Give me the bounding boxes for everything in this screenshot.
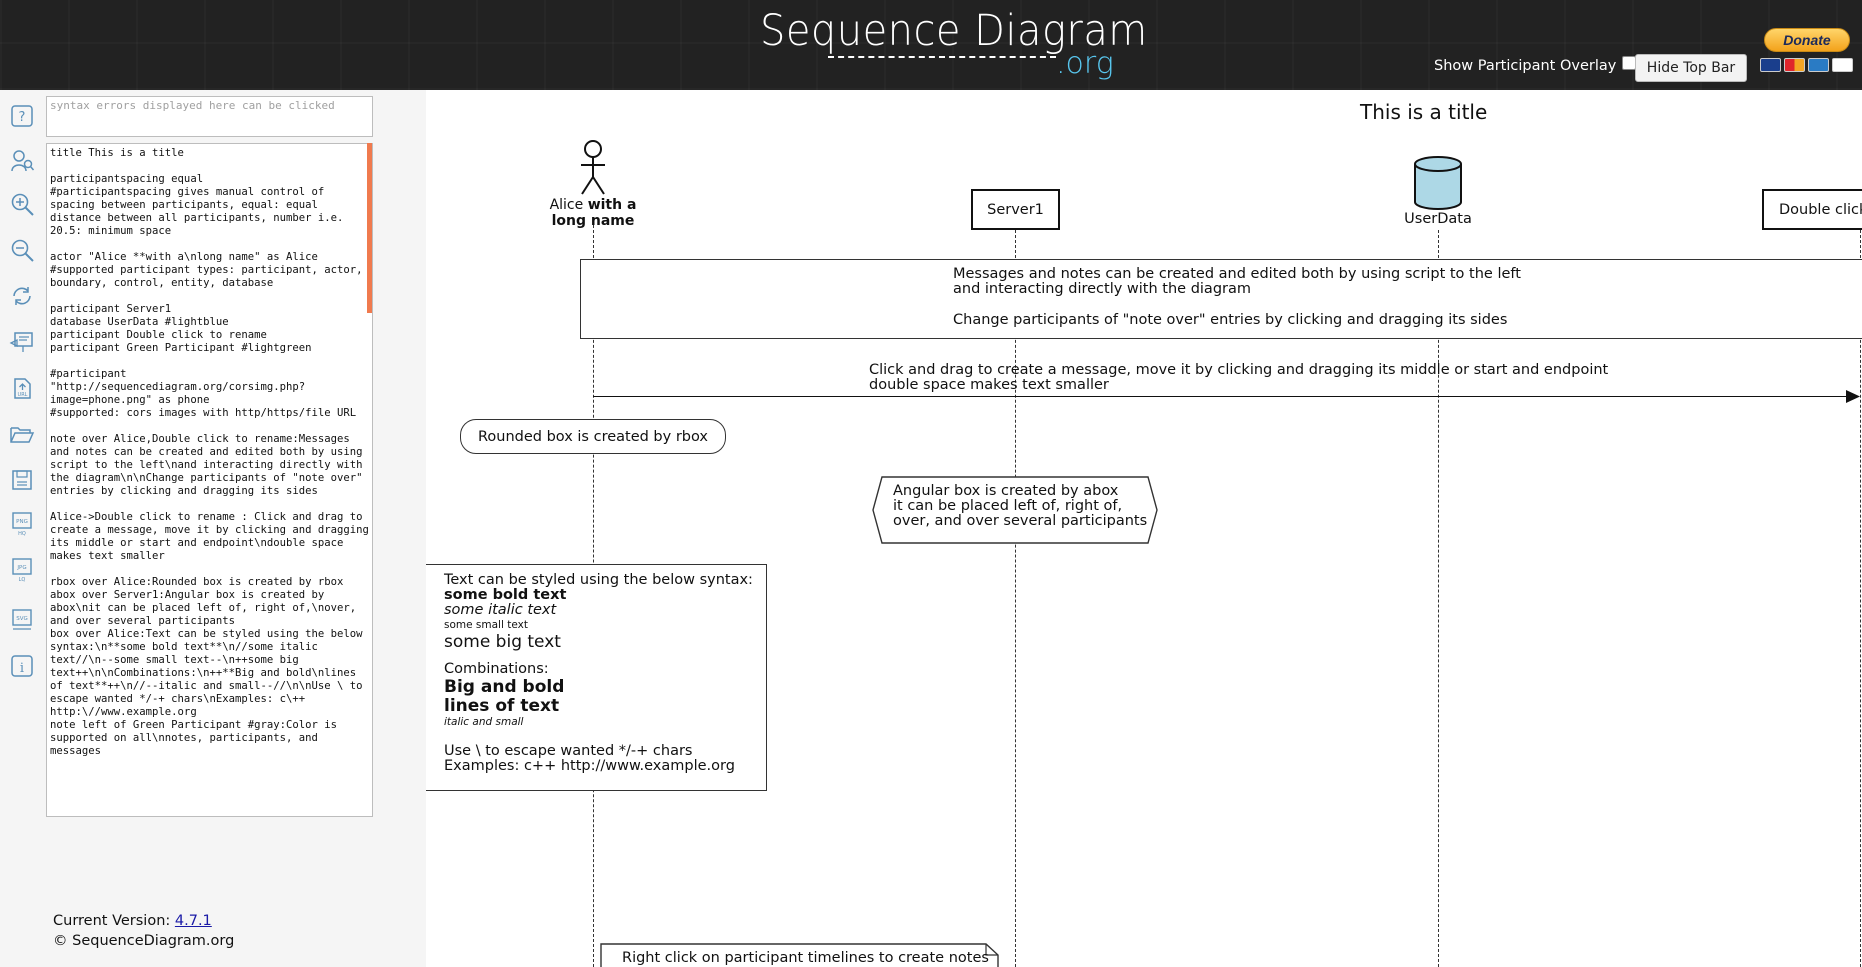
svg-text:URL: URL bbox=[18, 392, 28, 398]
svg-text:SVG: SVG bbox=[16, 616, 28, 622]
angular-box-line1: Angular box is created by abox bbox=[893, 483, 1119, 499]
zoom-in-icon[interactable] bbox=[8, 190, 36, 218]
site-logo[interactable]: Sequence Diagram .org bbox=[756, 6, 1147, 86]
payment-cards bbox=[1760, 58, 1853, 72]
donate-button[interactable]: Donate bbox=[1764, 28, 1850, 52]
alice-bold-line2: long name bbox=[551, 213, 635, 229]
left-toolbar: ? URL PNG HQ JPG LQ SVG i bbox=[0, 90, 44, 967]
alice-name: Alice bbox=[549, 197, 584, 213]
version-label: Current Version: bbox=[53, 913, 171, 929]
styled-text-box[interactable]: Text can be styled using the below synta… bbox=[426, 564, 767, 791]
editor-scrollbar[interactable] bbox=[367, 143, 372, 313]
logo-suffix: .org bbox=[1056, 46, 1114, 81]
lifeline-userdata[interactable] bbox=[1438, 230, 1439, 967]
svg-text:PNG: PNG bbox=[16, 519, 28, 525]
participant-alice-label[interactable]: Alice with a long name bbox=[526, 197, 660, 229]
angular-box-shape[interactable] bbox=[872, 476, 1158, 544]
arrowhead-icon bbox=[1846, 390, 1860, 403]
syntax-error-box[interactable]: syntax errors displayed here can be clic… bbox=[46, 96, 373, 137]
message-line2[interactable]: double space makes text smaller bbox=[869, 377, 1109, 393]
participant-search-icon[interactable] bbox=[8, 146, 36, 174]
double-click-label: Double click to rename bbox=[1779, 201, 1862, 218]
note-over-line3: Change participants of "note over" entri… bbox=[953, 312, 1508, 328]
box-small: some small text bbox=[444, 619, 528, 631]
mastercard-icon bbox=[1784, 58, 1805, 72]
note-over-line1: Messages and notes can be created and ed… bbox=[953, 266, 1521, 282]
logo-text: Sequence Diagram bbox=[760, 6, 1148, 56]
message-line1[interactable]: Click and drag to create a message, move… bbox=[869, 362, 1609, 378]
participant-double-click[interactable]: Double click to rename bbox=[1762, 189, 1862, 230]
panel-divider[interactable] bbox=[414, 90, 426, 967]
lifeline-server1[interactable] bbox=[1015, 230, 1016, 967]
box-big: some big text bbox=[444, 632, 561, 652]
server1-label: Server1 bbox=[987, 201, 1044, 218]
version-link[interactable]: 4.7.1 bbox=[174, 913, 212, 929]
bottom-note-text: Right click on participant timelines to … bbox=[622, 950, 989, 966]
box-bigbold-line2: lines of text bbox=[444, 696, 560, 716]
angular-box-text: Angular box is created by abox it can be… bbox=[893, 484, 1147, 529]
svg-text:JPG: JPG bbox=[16, 565, 26, 571]
svg-text:i: i bbox=[20, 661, 24, 676]
angular-box-line2: it can be placed left of, right of, bbox=[893, 498, 1123, 514]
script-editor[interactable]: title This is a title participantspacing… bbox=[46, 143, 373, 817]
rounded-box-text: Rounded box is created by rbox bbox=[477, 428, 709, 445]
export-png-icon[interactable]: PNG HQ bbox=[8, 510, 36, 538]
open-folder-icon[interactable] bbox=[8, 420, 36, 448]
zoom-out-icon[interactable] bbox=[8, 236, 36, 264]
database-icon[interactable] bbox=[1413, 156, 1463, 212]
rounded-box[interactable]: Rounded box is created by rbox bbox=[460, 419, 726, 454]
save-icon[interactable] bbox=[8, 466, 36, 494]
export-jpg-icon[interactable]: JPG LQ bbox=[8, 556, 36, 584]
info-icon[interactable]: i bbox=[8, 652, 36, 680]
bottom-note-shape[interactable] bbox=[600, 943, 1000, 967]
copyright-text: © SequenceDiagram.org bbox=[53, 933, 235, 949]
note-over-line2: and interacting directly with the diagra… bbox=[953, 281, 1251, 297]
participant-userdata-label[interactable]: UserData bbox=[1404, 211, 1472, 227]
presentation-icon[interactable] bbox=[8, 328, 36, 356]
diagram-title[interactable]: This is a title bbox=[1360, 100, 1488, 124]
angular-box-line3: over, and over several participants bbox=[893, 513, 1148, 529]
actor-figure-icon[interactable] bbox=[576, 140, 610, 196]
editor-panel: syntax errors displayed here can be clic… bbox=[44, 90, 414, 967]
lifeline-double-click[interactable] bbox=[1860, 230, 1861, 967]
svg-text:HQ: HQ bbox=[18, 531, 26, 537]
logo-underline bbox=[828, 56, 1056, 58]
participant-overlay-toggle: Show Participant Overlay bbox=[1434, 56, 1637, 76]
overlay-label: Show Participant Overlay bbox=[1434, 58, 1617, 74]
hide-top-bar-button[interactable]: Hide Top Bar bbox=[1635, 54, 1747, 82]
box-combinations: Combinations: bbox=[444, 661, 549, 677]
box-intro: Text can be styled using the below synta… bbox=[444, 572, 753, 588]
svg-text:?: ? bbox=[19, 110, 26, 125]
svg-text:LQ: LQ bbox=[19, 577, 26, 583]
box-escape: Use \ to escape wanted */-+ chars bbox=[444, 743, 693, 759]
amex-card-icon bbox=[1808, 58, 1829, 72]
box-bold: some bold text bbox=[444, 587, 567, 603]
alice-bold-line1: with a bbox=[587, 197, 637, 213]
box-examples: Examples: c++ http://www.example.org bbox=[444, 758, 735, 774]
refresh-icon[interactable] bbox=[8, 282, 36, 310]
upload-url-icon[interactable]: URL bbox=[8, 374, 36, 402]
diagram-canvas[interactable]: This is a title Alice with a long name S… bbox=[426, 90, 1862, 967]
version-info: Current Version: 4.7.1 bbox=[53, 913, 212, 929]
message-arrow-line[interactable] bbox=[593, 396, 1853, 397]
export-svg-icon[interactable]: SVG bbox=[8, 606, 36, 634]
box-italic-small: italic and small bbox=[444, 716, 524, 728]
top-bar: Sequence Diagram .org Show Participant O… bbox=[0, 0, 1862, 90]
help-icon[interactable]: ? bbox=[8, 102, 36, 130]
visa-card-icon bbox=[1760, 58, 1781, 72]
participant-server1[interactable]: Server1 bbox=[971, 189, 1060, 230]
box-italic: some italic text bbox=[444, 602, 557, 618]
note-over[interactable]: Messages and notes can be created and ed… bbox=[580, 259, 1862, 339]
discover-card-icon bbox=[1832, 58, 1853, 72]
box-bigbold-line1: Big and bold bbox=[444, 677, 565, 697]
